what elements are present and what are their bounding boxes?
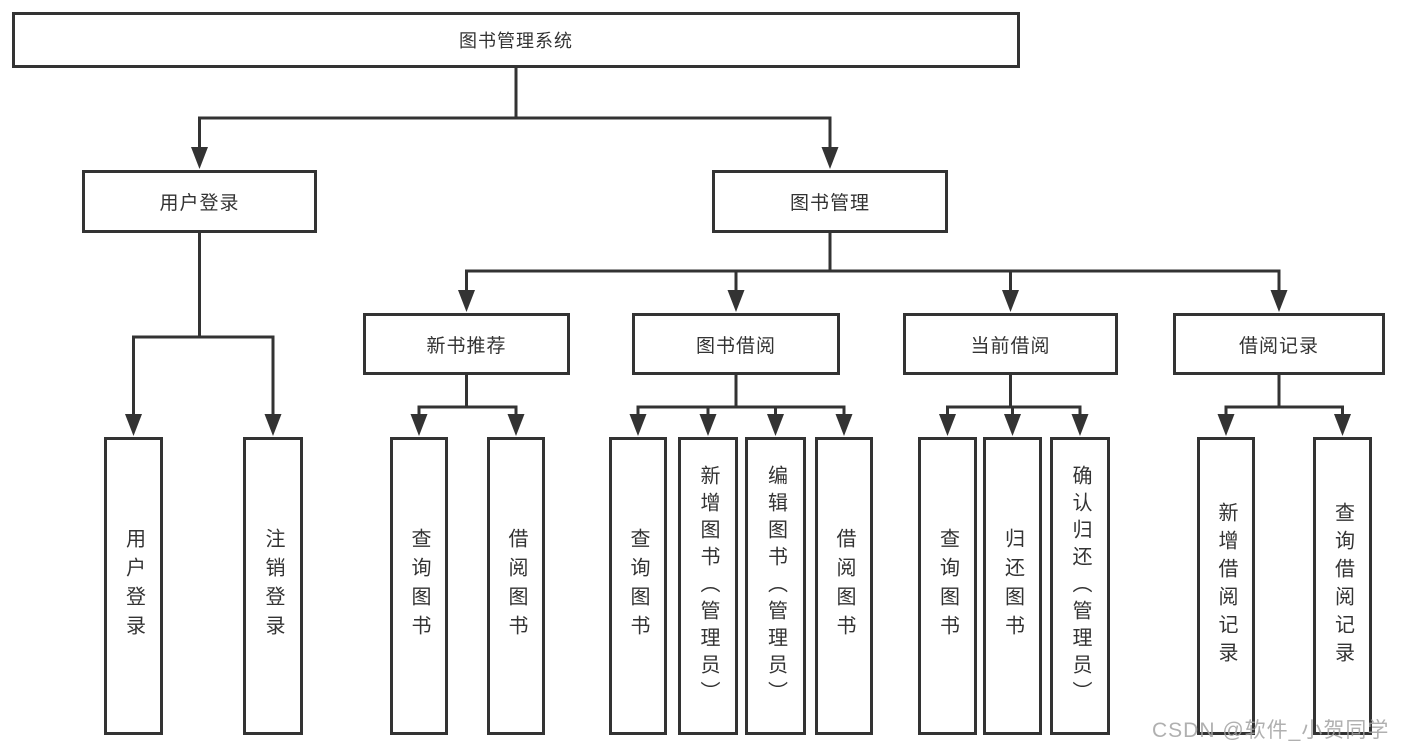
leaf-cb-confirm-return-admin: 确认归还（管理员） xyxy=(1050,437,1110,735)
leaf-bb-add-book-admin: 新增图书（管理员） xyxy=(678,437,738,735)
leaf-cb-query-books: 查询图书 xyxy=(918,437,977,735)
leaf-cb-return-books: 归还图书 xyxy=(983,437,1042,735)
node-new-book-recommend: 新书推荐 xyxy=(363,313,570,375)
leaf-nb-query-books: 查询图书 xyxy=(390,437,448,735)
node-user-login: 用户登录 xyxy=(82,170,317,233)
node-book-management: 图书管理 xyxy=(712,170,948,233)
node-current-borrowing: 当前借阅 xyxy=(903,313,1118,375)
leaf-bb-edit-book-admin: 编辑图书（管理员） xyxy=(745,437,806,735)
leaf-logout: 注销登录 xyxy=(243,437,303,735)
leaf-user-login: 用户登录 xyxy=(104,437,163,735)
watermark: CSDN @软件_小贺同学 xyxy=(1152,719,1390,742)
leaf-bb-query-books: 查询图书 xyxy=(609,437,667,735)
leaf-nb-borrow-books: 借阅图书 xyxy=(487,437,545,735)
leaf-br-add-record: 新增借阅记录 xyxy=(1197,437,1255,735)
node-book-borrowing: 图书借阅 xyxy=(632,313,840,375)
node-root: 图书管理系统 xyxy=(12,12,1020,68)
node-borrowing-records: 借阅记录 xyxy=(1173,313,1385,375)
leaf-br-query-record: 查询借阅记录 xyxy=(1313,437,1372,735)
leaf-bb-borrow-books: 借阅图书 xyxy=(815,437,873,735)
